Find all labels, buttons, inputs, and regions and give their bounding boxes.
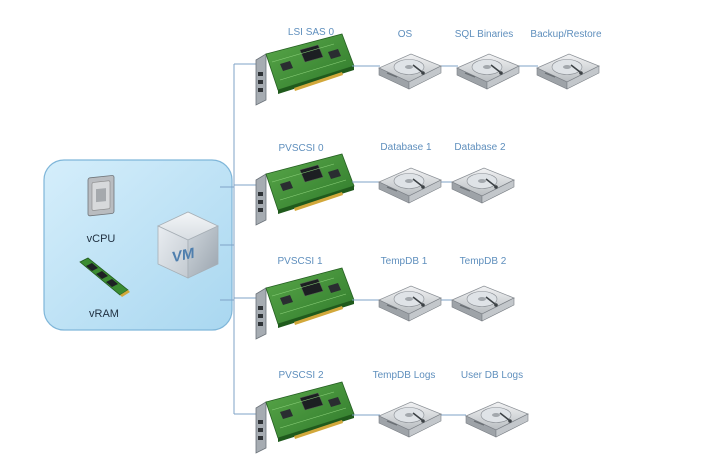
ram-module-icon <box>79 257 130 297</box>
disk-label-tempdb-logs: TempDB Logs <box>372 370 436 381</box>
hard-disk-icon <box>378 53 442 90</box>
disk-label-database-1: Database 1 <box>380 142 432 153</box>
controller-label-pvscsi-2: PVSCSI 2 <box>278 370 324 381</box>
controller-label-pvscsi-1: PVSCSI 1 <box>277 256 323 267</box>
vm-host <box>43 159 233 331</box>
hard-disk-icon <box>378 167 442 204</box>
vm-cube-icon <box>157 211 219 279</box>
scsi-controller-card-icon <box>255 153 355 226</box>
connector-lines <box>220 63 256 415</box>
disk-label-user-db-logs: User DB Logs <box>460 370 524 381</box>
scsi-controller-card-icon <box>255 267 355 340</box>
controller-label-pvscsi-0: PVSCSI 0 <box>278 143 324 154</box>
disk-label-sql-binaries: SQL Binaries <box>454 29 514 40</box>
hard-disk-icon <box>378 401 442 438</box>
hard-disk-icon <box>451 167 515 204</box>
hard-disk-icon <box>451 285 515 322</box>
scsi-controller-card-icon <box>255 33 355 106</box>
disk-label-database-2: Database 2 <box>454 142 506 153</box>
disk-label-os: OS <box>397 29 413 40</box>
vram-label: vRAM <box>89 308 119 320</box>
hard-disk-icon <box>465 401 529 438</box>
scsi-controller-card-icon <box>255 381 355 454</box>
hard-disk-icon <box>378 285 442 322</box>
vcpu-label: vCPU <box>86 233 116 245</box>
disk-label-tempdb-2: TempDB 2 <box>459 256 507 267</box>
controller-label-lsi-sas-0: LSI SAS 0 <box>287 27 335 38</box>
vm-logo: VM <box>172 245 194 267</box>
disk-label-backup-restore: Backup/Restore <box>530 29 602 40</box>
cpu-chip-icon <box>87 175 115 217</box>
hard-disk-icon <box>456 53 520 90</box>
hard-disk-icon <box>536 53 600 90</box>
disk-chain-lines <box>352 65 538 416</box>
disk-label-tempdb-1: TempDB 1 <box>380 256 428 267</box>
